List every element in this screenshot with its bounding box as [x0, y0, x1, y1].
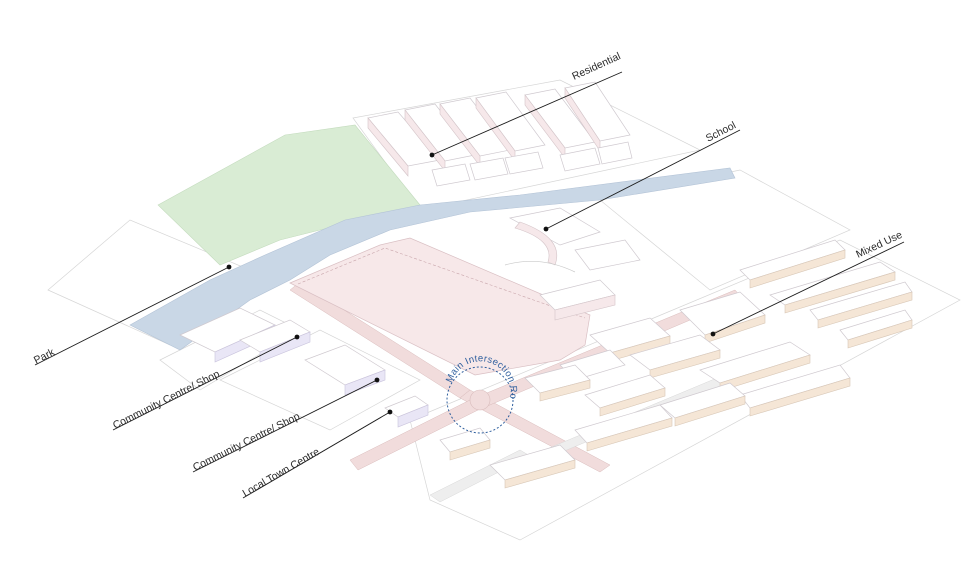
label-community-centre-shop-1: Community Centre/ Shop [111, 368, 222, 432]
leader-lines [34, 71, 905, 499]
label-park: Park [32, 346, 57, 367]
mixed-use-blocks [439, 239, 913, 489]
school-buildings [504, 207, 641, 321]
label-mixed-use: Mixed Use [854, 229, 904, 261]
central-plaza [289, 237, 591, 376]
label-local-town-centre: Local Town Centre [241, 446, 322, 500]
community-buildings [179, 307, 429, 428]
residential-blocks [367, 81, 633, 187]
label-school: School [704, 119, 738, 144]
label-residential: Residential [570, 50, 622, 82]
